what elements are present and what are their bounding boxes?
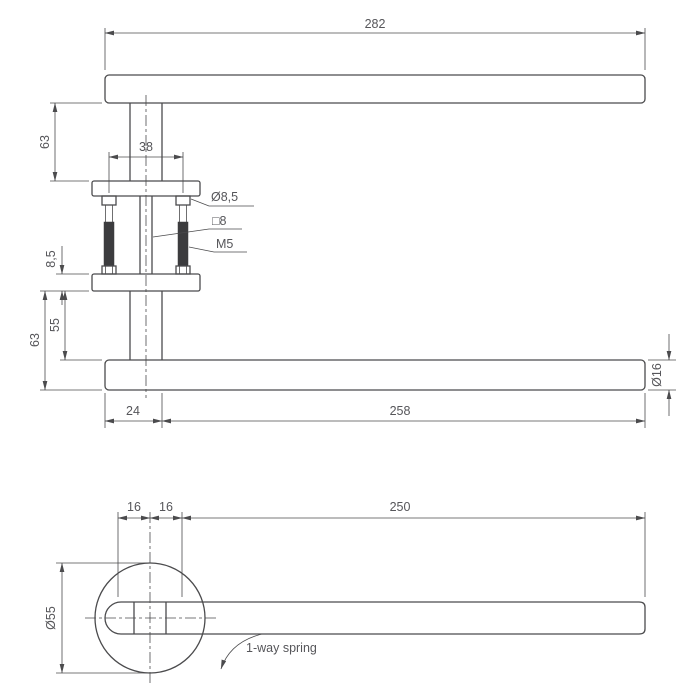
dim-rosette-diameter-lines (56, 562, 147, 674)
top-handle-bar (104, 74, 646, 104)
dim-spindle-offset-right: 16 (159, 500, 173, 514)
side-view: 282 63 38 Ø8,5 □8 M5 (28, 17, 676, 428)
dim-top-lines (117, 512, 646, 597)
dim-bottom-lines (104, 393, 646, 428)
dim-plate-thickness: 8,5 (44, 250, 58, 267)
dim-neck-height: 55 (48, 318, 62, 332)
center-lines (85, 512, 218, 684)
dim-tube-diameter: Ø16 (650, 363, 664, 387)
square-spindle (139, 196, 153, 274)
dim-lower-height: 63 (28, 333, 42, 347)
dim-spindle-offset-left: 16 (127, 500, 141, 514)
dim-rosette-diameter: Ø55 (44, 606, 58, 630)
dim-upper-height-lines (50, 102, 102, 182)
front-view: Ø55 16 16 250 1-way spring (44, 500, 646, 684)
spring-arrow (220, 633, 263, 670)
dim-neck-height-lines (60, 290, 102, 361)
upper-neck (129, 103, 163, 181)
lower-neck (129, 291, 163, 360)
dim-screw-spacing-lines (108, 152, 184, 193)
bottom-handle-bar (104, 359, 646, 391)
leader-hole-diameter (190, 198, 254, 207)
dim-lever-length: 250 (390, 500, 411, 514)
right-screw (175, 195, 191, 275)
label-spindle-square: □8 (212, 214, 227, 228)
dim-screw-spacing: 38 (139, 140, 153, 154)
dim-lower-height-lines (40, 290, 102, 391)
label-hole-diameter: Ø8,5 (211, 190, 238, 204)
leader-spindle-square (152, 228, 242, 238)
leader-screw-thread (188, 246, 247, 253)
label-screw-thread: M5 (216, 237, 233, 251)
dim-tube-diameter-lines (648, 334, 676, 416)
dim-grip-length: 258 (390, 404, 411, 418)
dim-end-offset: 24 (126, 404, 140, 418)
dim-upper-height: 63 (38, 135, 52, 149)
left-screw (101, 195, 117, 275)
spring-annotation: 1-way spring (246, 641, 317, 655)
dim-total-length-lines (104, 28, 646, 70)
dim-total-length: 282 (365, 17, 386, 31)
